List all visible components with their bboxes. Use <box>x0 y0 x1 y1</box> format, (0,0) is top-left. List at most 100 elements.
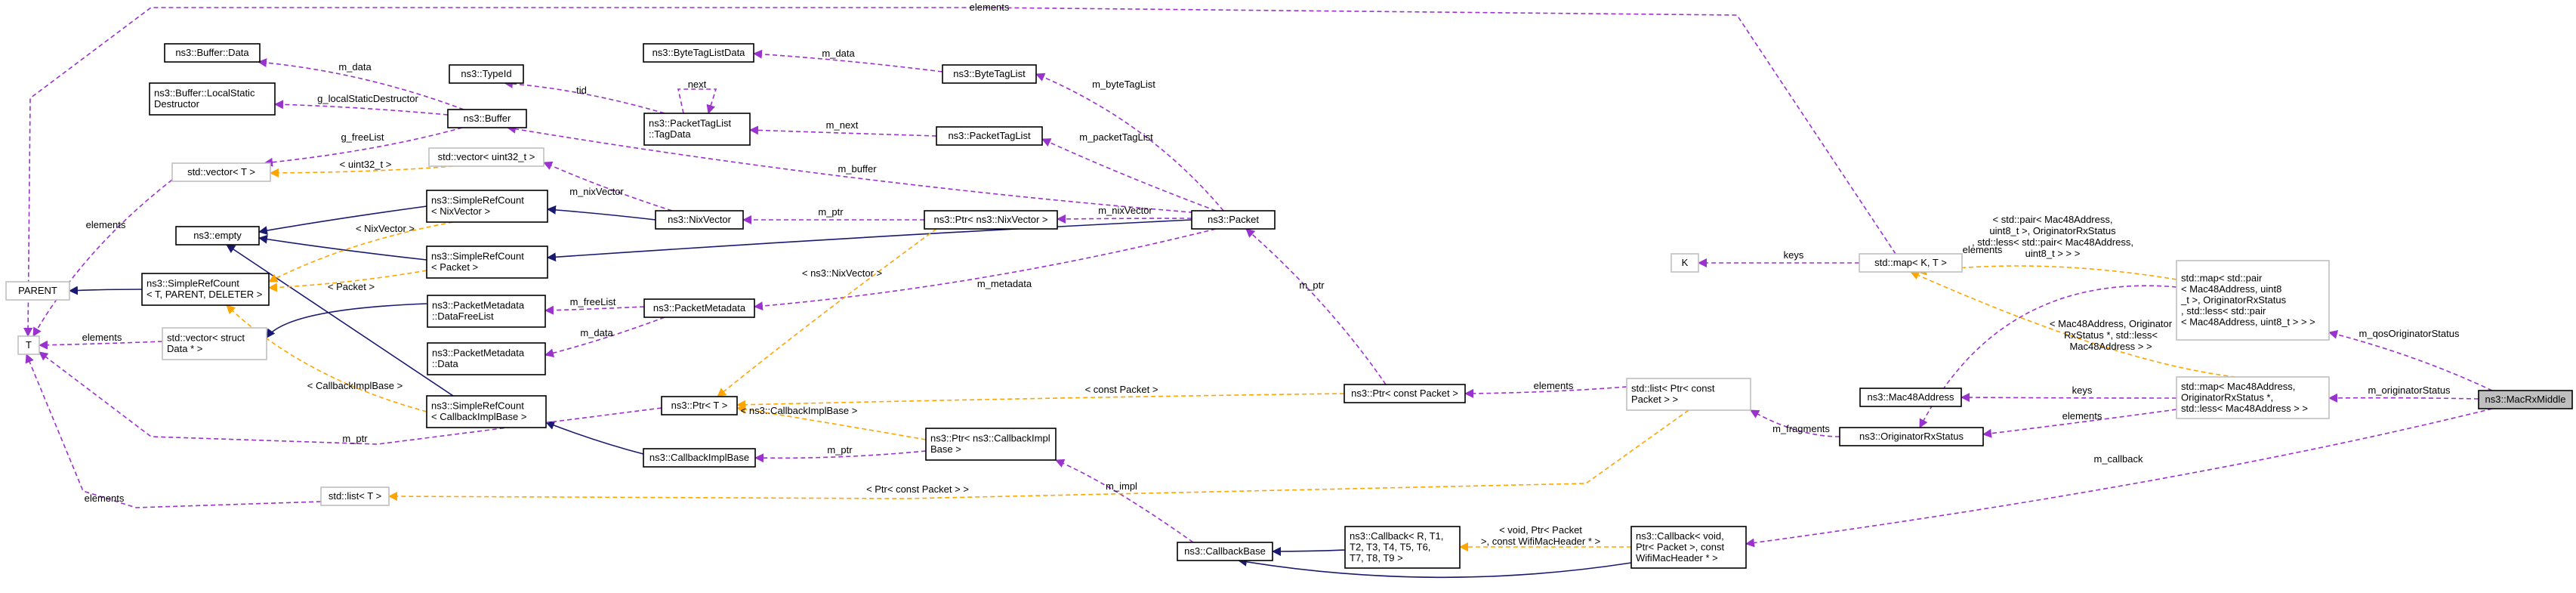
edge-label: < NixVector > <box>356 223 415 234</box>
edge-label: m_packetTagList <box>1079 131 1153 143</box>
inheritance-edge-packet-to-src_packet <box>547 219 1192 262</box>
node-box <box>141 273 270 306</box>
class-node-packetmetadata[interactable]: ns3::PacketMetadata <box>643 298 755 318</box>
class-node-bytetaglistdata[interactable]: ns3::ByteTagListData <box>643 43 754 63</box>
node-box <box>1626 378 1751 411</box>
class-node-src-packet[interactable]: ns3::SimpleRefCount< Packet > <box>426 246 548 279</box>
inheritance-edge-src_cib-to-empty <box>226 244 454 397</box>
node-label: K <box>1682 257 1689 268</box>
node-box <box>1191 210 1276 230</box>
class-node-typeid[interactable]: ns3::TypeId <box>449 64 524 84</box>
class-node-map-mac: std::map< Mac48Address,OriginatorRxStatu… <box>2176 376 2330 419</box>
class-node-callbackbase[interactable]: ns3::CallbackBase <box>1177 542 1273 561</box>
class-node-callbackimplbase[interactable]: ns3::CallbackImplBase <box>643 448 756 468</box>
class-node-list-t: std::list< T > <box>320 486 390 506</box>
template-edge-map_mac-to-map_kt <box>1910 270 2236 378</box>
class-node-packet[interactable]: ns3::Packet <box>1191 210 1276 230</box>
node-label: std::list< T > <box>329 490 381 502</box>
node-label: std::map< std::pair <box>2181 272 2263 283</box>
class-node-buffer[interactable]: ns3::Buffer <box>447 109 527 128</box>
class-node-k: K <box>1671 253 1699 273</box>
node-label: , std::less< std::pair <box>2181 305 2266 317</box>
usage-edge-map_mac-to-mac48address <box>1961 393 2177 403</box>
class-node-buffer-data[interactable]: ns3::Buffer::Data <box>164 43 261 63</box>
template-edge-src_nix-to-src_tpd <box>268 221 454 283</box>
usage-edge-packettaglist-to-packettaglist_tagdata <box>749 125 937 137</box>
node-box <box>643 43 754 63</box>
class-node-map-kt: std::map< K, T > <box>1859 253 1963 273</box>
usage-edge-map_kt-to-t <box>23 7 1896 337</box>
class-node-packettaglist[interactable]: ns3::PacketTagList <box>936 126 1043 146</box>
class-node-mac48address[interactable]: ns3::Mac48Address <box>1859 388 1962 407</box>
class-node-vector-t: std::vector< T > <box>171 162 271 182</box>
edge-label: m_data <box>822 48 855 59</box>
edge-label: < ns3::CallbackImplBase > <box>741 405 858 416</box>
node-label: ns3::SimpleRefCount <box>431 195 524 206</box>
class-node-ptr-t[interactable]: ns3::Ptr< T > <box>661 396 738 415</box>
usage-edge-bytetaglist-to-bytetaglistdata <box>753 49 943 73</box>
node-label: T2, T3, T4, T5, T6, <box>1350 541 1430 552</box>
edge-label: next <box>688 79 707 90</box>
inheritance-edge-callbackimplbase-to-src_cib <box>545 421 644 455</box>
usage-edge-packet-to-packettaglist <box>1041 138 1217 212</box>
node-box <box>925 428 1057 461</box>
node-label: ns3::SimpleRefCount <box>147 278 239 289</box>
class-node-ptr-nix[interactable]: ns3::Ptr< ns3::NixVector > <box>924 210 1058 230</box>
node-label: ns3::empty <box>193 230 242 241</box>
edge-label: m_freeList <box>570 296 616 307</box>
node-label: std::less< Mac48Address > > <box>2181 403 2308 414</box>
node-box <box>164 43 261 63</box>
usage-edge-packetmetadata-to-pm_dfl <box>545 305 645 315</box>
edge-label: < std::pair< Mac48Address,uint8_t >, Ori… <box>1972 214 2133 259</box>
inheritance-edge-vector_struct-to-pm_dfl <box>266 303 427 338</box>
node-label: ns3::Mac48Address <box>1868 391 1954 403</box>
class-node-src-cib[interactable]: ns3::SimpleRefCount< CallbackImplBase > <box>426 395 547 428</box>
class-node-ptr-const-packet[interactable]: ns3::Ptr< const Packet > <box>1344 384 1466 403</box>
class-node-callback-void[interactable]: ns3::Callback< void,Ptr< Packet >, const… <box>1630 526 1747 569</box>
usage-edge-list_t-to-t <box>25 354 322 508</box>
class-node-callback-r[interactable]: ns3::Callback< R, T1,T2, T3, T4, T5, T6,… <box>1344 526 1461 569</box>
node-label: Packet > > <box>1631 394 1678 405</box>
class-node-pm-data[interactable]: ns3::PacketMetadata::Data <box>427 342 546 375</box>
template-edge-list_ptr_packet-to-list_t <box>388 409 1689 502</box>
node-label: ns3::Buffer::Data <box>175 47 249 58</box>
inheritance-edge-src_tpd-to-parent <box>69 286 143 295</box>
class-node-src-tpd[interactable]: ns3::SimpleRefCount< T, PARENT, DELETER … <box>141 273 270 306</box>
class-node-ptr-cib[interactable]: ns3::Ptr< ns3::CallbackImplBase > <box>925 428 1057 461</box>
edge-label-layer: m_datag_localStaticDestructorg_freeListm… <box>82 2 2460 547</box>
node-box <box>643 298 755 318</box>
class-node-originatorrxstatus[interactable]: ns3::OriginatorRxStatus <box>1839 427 1984 446</box>
edge-label: < uint32_t > <box>340 159 392 170</box>
usage-edge-ptr_t-to-t <box>39 351 662 445</box>
node-label: < Packet > <box>431 261 478 273</box>
usage-edge-ptr_cib-to-callbackimplbase <box>754 450 927 463</box>
node-label: ns3::OriginatorRxStatus <box>1859 431 1964 442</box>
class-node-nixvector[interactable]: ns3::NixVector <box>655 210 744 230</box>
node-label: < CallbackImplBase > <box>431 411 526 422</box>
usage-edge-map_mac-to-originatorrxstatus <box>1982 409 2177 438</box>
inheritance-edge-callback_void-to-callbackbase <box>1238 557 1632 579</box>
node-box <box>17 335 40 355</box>
edge-label: m_data <box>338 61 372 73</box>
edge-label: < void, Ptr< Packet>, const WifiMacHeade… <box>1481 524 1600 547</box>
edge-label: m_ptr <box>342 433 368 444</box>
class-node-bytetaglist[interactable]: ns3::ByteTagList <box>942 64 1037 84</box>
usage-edge-packet-to-ptr_nix <box>1057 214 1192 224</box>
edge-label: elements <box>1963 244 2003 255</box>
node-box <box>1859 388 1962 407</box>
template-edge-src_packet-to-src_tpd <box>268 270 427 292</box>
node-label: PARENT <box>18 285 57 296</box>
node-label: T <box>26 339 32 351</box>
template-edge-ptr_const_packet-to-ptr_t <box>736 393 1345 409</box>
class-node-empty[interactable]: ns3::empty <box>175 226 260 246</box>
node-box <box>449 64 524 84</box>
node-label: < T, PARENT, DELETER > <box>147 289 262 300</box>
node-box <box>175 226 260 246</box>
inheritance-edge-callback_r-to-callbackbase <box>1272 546 1346 556</box>
class-node-src-nix[interactable]: ns3::SimpleRefCount< NixVector > <box>426 190 548 223</box>
class-node-packettaglist-tagdata[interactable]: ns3::PacketTagList::TagData <box>643 113 751 146</box>
class-node-pm-dfl[interactable]: ns3::PacketMetadata::DataFreeList <box>427 295 546 328</box>
edge-label: m_nixVector <box>1098 205 1152 216</box>
